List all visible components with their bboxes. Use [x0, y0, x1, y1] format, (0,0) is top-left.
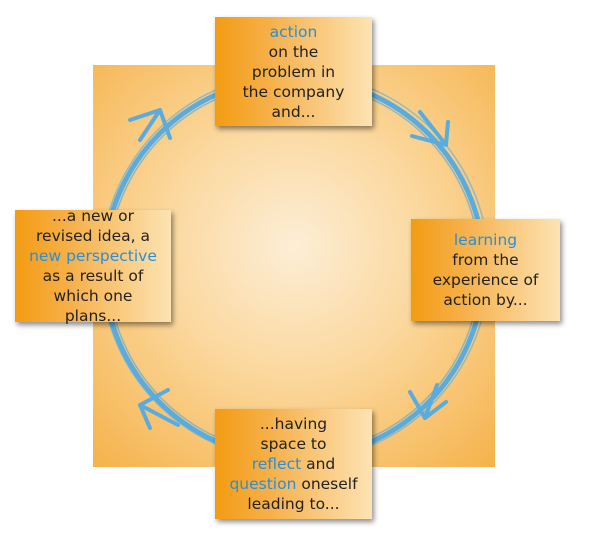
- step-perspective-line-1: ...a new or: [51, 207, 135, 225]
- step-box-learning: learning from the experience of action b…: [411, 219, 560, 321]
- step-reflect-line-3: reflect and: [229, 454, 357, 474]
- step-perspective-line-4: as a result of: [42, 267, 144, 285]
- step-box-reflect: ...having space to reflect and question …: [215, 409, 372, 519]
- arrow-head-bottom-left: [138, 388, 180, 430]
- step-reflect-line-4: question oneself: [229, 474, 357, 494]
- step-perspective-line-2: revised idea, a: [36, 227, 150, 245]
- step-box-new-perspective: ...a new or revised idea, a new perspect…: [15, 207, 171, 325]
- step-action-line-5: and...: [271, 102, 316, 121]
- arrow-head-top-left: [128, 108, 172, 142]
- step-action-line-3: problem in: [251, 62, 336, 81]
- step-learning-line-4: action by...: [443, 291, 528, 309]
- arrow-head-top-right: [410, 110, 450, 147]
- step-learning-line-3: experience of: [432, 271, 539, 289]
- step-perspective-line-5: which one plans...: [53, 287, 133, 325]
- keyword-action: action: [269, 22, 318, 41]
- arrow-head-bottom-right: [408, 383, 448, 420]
- keyword-learning: learning: [453, 231, 518, 249]
- step-reflect-line-5: leading to...: [247, 495, 340, 513]
- step-reflect-line-4-rest: oneself: [296, 475, 358, 493]
- step-box-action: action on the problem in the company and…: [215, 17, 372, 126]
- step-learning-line-2: from the: [452, 251, 519, 269]
- step-reflect-line-3-rest: and: [301, 455, 336, 473]
- keyword-question: question: [229, 475, 297, 493]
- step-reflect-line-1: ...having: [259, 415, 328, 433]
- keyword-new-perspective: new perspective: [29, 247, 157, 265]
- step-reflect-line-2: space to: [260, 435, 327, 453]
- keyword-reflect: reflect: [251, 455, 302, 473]
- step-action-line-2: on the: [268, 42, 319, 61]
- step-action-line-4: the company: [242, 82, 345, 101]
